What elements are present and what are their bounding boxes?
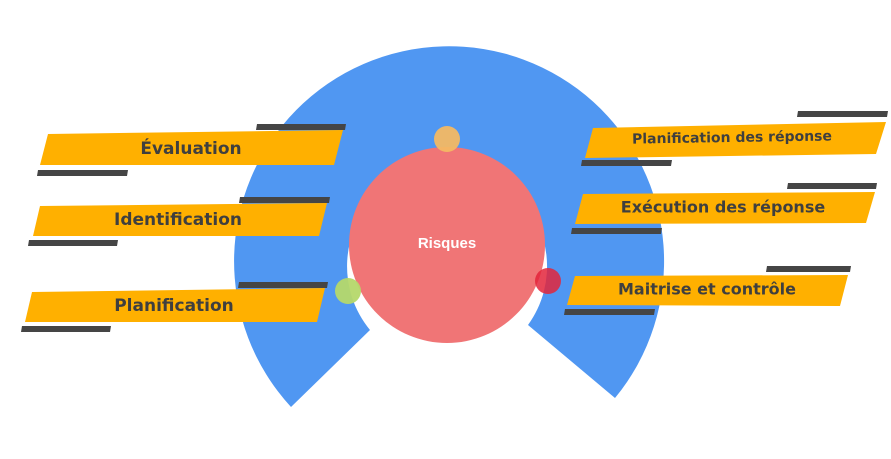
banner-shadow-bottom xyxy=(37,170,128,176)
banner-shadow-top xyxy=(256,124,346,130)
center-label: Risques xyxy=(418,235,476,252)
banner xyxy=(25,288,325,322)
ring-dot-top xyxy=(434,126,460,152)
banner xyxy=(567,275,848,306)
left-item-identification: Identification xyxy=(28,197,330,246)
right-item-planification-reponse: Planification des réponse xyxy=(581,111,888,166)
banner-shadow-top xyxy=(766,266,851,272)
banner-label: Planification xyxy=(114,296,234,316)
banner-shadow-top xyxy=(238,282,328,288)
banner xyxy=(575,192,875,224)
banner-shadow-bottom xyxy=(21,326,111,332)
banner-label: Identification xyxy=(114,210,242,230)
banner-shadow-top xyxy=(797,111,888,117)
right-item-execution-reponse: Exécution des réponse xyxy=(571,183,877,234)
banner-shadow-bottom xyxy=(571,228,662,234)
right-item-maitrise-controle: Maitrise et contrôle xyxy=(564,266,851,315)
banner-shadow-bottom xyxy=(564,309,655,315)
banner-shadow-bottom xyxy=(28,240,118,246)
banner xyxy=(33,203,327,236)
banner xyxy=(40,130,343,165)
banner-shadow-bottom xyxy=(581,160,672,166)
center-circle xyxy=(349,147,545,343)
left-item-planification: Planification xyxy=(21,282,328,332)
ring-dot-right xyxy=(535,268,561,294)
process-ring xyxy=(234,46,665,407)
banner-shadow-top xyxy=(787,183,877,189)
banner-label: Évaluation xyxy=(140,137,241,159)
banner-shadow-top xyxy=(239,197,330,203)
banner-label: Exécution des réponse xyxy=(621,198,826,217)
banner-label: Planification des réponse xyxy=(632,128,832,147)
ring-dot-left xyxy=(335,278,361,304)
banner-label: Maitrise et contrôle xyxy=(618,280,796,299)
left-item-evaluation: Évaluation xyxy=(37,124,346,176)
banner xyxy=(585,122,886,158)
